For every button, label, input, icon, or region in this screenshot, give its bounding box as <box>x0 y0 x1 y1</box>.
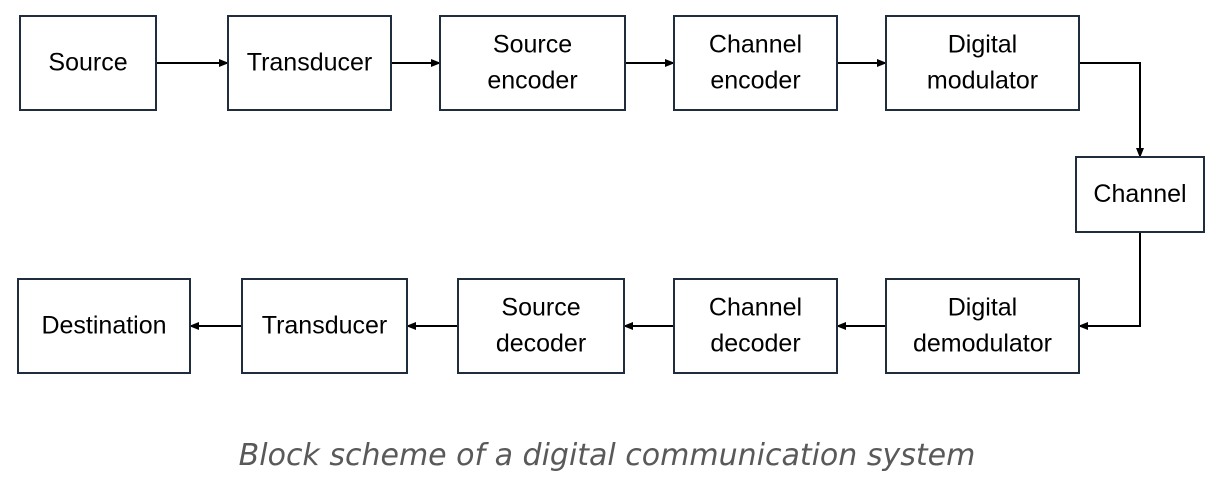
block-box <box>1075 156 1205 233</box>
block-box <box>673 15 838 111</box>
block-label: encoder <box>487 67 577 95</box>
block-channel-encoder: Channel encoder <box>673 15 838 111</box>
block-label: Destination <box>41 312 166 340</box>
block-label: decoder <box>710 330 800 358</box>
block-label: demodulator <box>913 330 1052 358</box>
block-label: modulator <box>927 67 1038 95</box>
block-label: Channel <box>1093 180 1186 208</box>
block-label: decoder <box>496 330 586 358</box>
block-box <box>885 278 1080 374</box>
block-destination: Destination <box>17 278 191 374</box>
block-box <box>885 15 1080 111</box>
block-digital-demodulator: Digital demodulator <box>885 278 1080 374</box>
block-box <box>457 278 625 374</box>
block-label: Source <box>48 49 127 77</box>
block-box <box>241 278 408 374</box>
block-source: Source <box>19 15 157 111</box>
block-label: Channel <box>709 294 802 322</box>
block-transducer-rx: Transducer <box>241 278 408 374</box>
block-channel-decoder: Channel decoder <box>673 278 838 374</box>
block-label: Source <box>501 294 580 322</box>
block-label: encoder <box>710 67 800 95</box>
arrow-channel-to-digital-demodulator <box>1078 232 1141 330</box>
connectors <box>156 59 1144 330</box>
block-box <box>227 15 392 111</box>
block-label: Channel <box>709 31 802 59</box>
arrow-digital-modulator-to-channel <box>1079 62 1144 158</box>
block-source-encoder: Source encoder <box>439 15 626 111</box>
block-source-decoder: Source decoder <box>457 278 625 374</box>
block-label: Digital <box>948 294 1017 322</box>
block-label: Source <box>493 31 572 59</box>
diagram-caption: Block scheme of a digital communication … <box>238 438 976 473</box>
block-box <box>439 15 626 111</box>
block-box <box>17 278 191 374</box>
block-label: Transducer <box>247 49 373 77</box>
block-digital-modulator: Digital modulator <box>885 15 1080 111</box>
block-label: Transducer <box>262 312 388 340</box>
block-channel: Channel <box>1075 156 1205 233</box>
block-transducer-tx: Transducer <box>227 15 392 111</box>
block-box <box>673 278 838 374</box>
block-box <box>19 15 157 111</box>
block-label: Digital <box>948 31 1017 59</box>
